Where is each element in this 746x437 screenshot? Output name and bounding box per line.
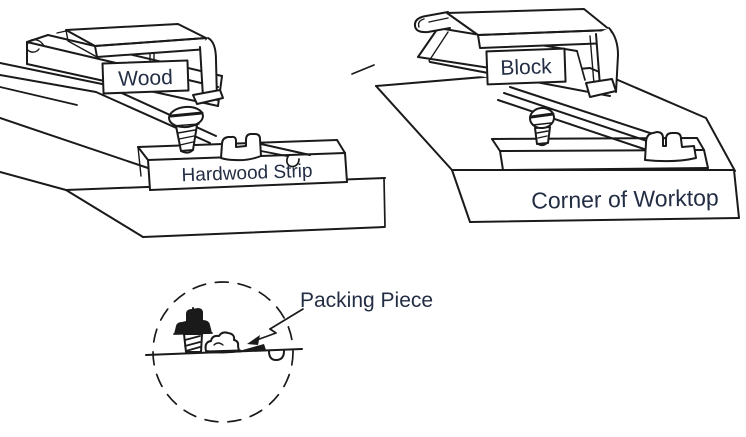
corner-of-worktop-label: Corner of Worktop (531, 184, 719, 213)
right-clamp (413, 8, 619, 98)
right-rail (497, 86, 657, 150)
detail-packing-wedge (239, 344, 266, 351)
left-wood-screw (168, 105, 204, 154)
detail-notch (268, 350, 285, 361)
block-label-text: Block (500, 55, 553, 80)
block-label-box (485, 47, 567, 86)
left-diagram: Wood Hardwood Strip (0, 23, 386, 238)
packing-piece-label: Packing Piece (300, 289, 433, 312)
block-label: Block (485, 47, 567, 86)
packing-piece-pointer (247, 308, 304, 345)
left-packing-piece (220, 133, 262, 162)
detail-screw (173, 307, 213, 353)
right-wood-screw (529, 106, 555, 147)
detail-view: Packing Piece (145, 281, 433, 423)
detail-rail-end (204, 331, 242, 354)
left-clamp (65, 23, 224, 105)
right-packing-piece (644, 131, 697, 163)
detail-circle (152, 281, 294, 423)
hardwood-strip-label: Hardwood Strip (181, 161, 313, 187)
right-diagram: Block Corner of Worktop (375, 8, 740, 223)
wood-label: Wood (101, 59, 190, 95)
wood-label-text: Wood (118, 66, 173, 91)
wood-label-box (101, 59, 190, 95)
